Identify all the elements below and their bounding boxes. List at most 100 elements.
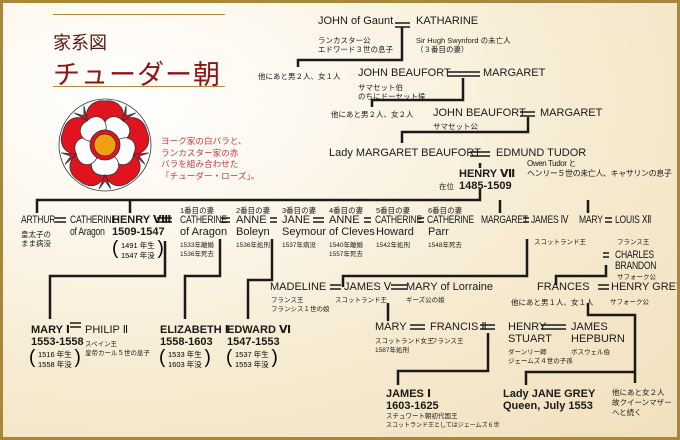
person-note: フランス王 <box>617 239 650 246</box>
name: JAMES Ⅳ <box>531 214 569 226</box>
person-note: 皇帝カール５世の息子 <box>85 350 150 357</box>
person-louis-xii: LOUIS Ⅻ <box>615 215 661 226</box>
rose-caption: ヨーク家の白バラと、 ランカスター家の赤 バラを組み合わせた 「チューダー・ロー… <box>161 136 259 182</box>
person-john-of-gaunt: JOHN of Gaunt <box>318 15 394 27</box>
name: CHARLES <box>615 249 654 261</box>
reign-years: 1553-1558 <box>31 336 84 348</box>
wife-1: CATHERINE <box>180 215 240 226</box>
tree-connectors <box>35 22 637 385</box>
wife-order: 6番目の妻 <box>428 206 463 215</box>
wife-note: 1536年死去 <box>180 251 214 258</box>
name: BRANDON <box>615 260 657 272</box>
wife-3-2: Seymour <box>282 226 327 238</box>
person-philip-ii: PHILIP Ⅱ <box>85 324 129 336</box>
person-margaret-2: MARGARET <box>540 107 603 119</box>
person-note: フランシス１世の娘 <box>271 306 330 313</box>
siblings-note: 他にあと男１人、女１人 <box>511 298 594 307</box>
wife-note: 1548年死去 <box>428 242 462 249</box>
wife-2: ANNE <box>236 214 267 226</box>
wife-note: 1557年死去 <box>329 251 363 258</box>
born: 1537 年生 <box>235 350 269 359</box>
reign-label: 在位 <box>439 182 454 191</box>
wife-order: 4番目の妻 <box>329 206 364 215</box>
wife-order: 3番目の妻 <box>282 206 317 215</box>
wife-note: 1542年処刑 <box>376 242 410 249</box>
wife-6-2: Parr <box>428 226 449 238</box>
life-dates: 1537 年生 1553 年没 <box>226 348 278 370</box>
person-margaret-1: MARGARET <box>483 67 546 79</box>
life-dates: 1516 年生 1558 年没 <box>29 348 81 370</box>
caption-line: ランカスター家の赤 <box>161 147 239 158</box>
person-note: ジェームズ４世の子孫 <box>508 358 573 365</box>
wife-order: 1番目の妻 <box>180 206 215 215</box>
person-note: ボスウェル伯 <box>571 349 610 356</box>
person-note: ヘンリー５世の未亡人、キャサリンの息子 <box>527 169 672 178</box>
person-note: Owen Tudor と <box>527 159 577 168</box>
person-note: ランカスター公 <box>318 36 371 45</box>
person-edmund-tudor: EDMUND TUDOR <box>496 147 587 159</box>
wife-5-2: Howard <box>376 226 414 238</box>
name: MARGARET <box>481 214 528 226</box>
name: LOUIS Ⅻ <box>615 214 652 226</box>
person-henry-vii: HENRY Ⅶ <box>459 168 516 180</box>
born: 1516 年生 <box>38 350 72 359</box>
person-charles-brandon: CHARLES <box>615 250 665 261</box>
page-title: チューダー朝 <box>53 60 221 91</box>
marriage-marks <box>55 22 612 330</box>
reign-years: 1558-1603 <box>160 336 213 348</box>
wife-3: JANE <box>282 214 311 226</box>
person-note: 皇太子の <box>21 230 51 239</box>
person-note: （３番目の妻） <box>416 45 469 54</box>
reign-years: 1485-1509 <box>459 180 512 192</box>
wife-note: 1540年離婚 <box>329 242 363 249</box>
born: 1533 年生 <box>168 350 202 359</box>
wife-order: 2番目の妻 <box>236 206 271 215</box>
person-note: スペイン王 <box>85 341 118 348</box>
person-mary-of-lorraine: MARY of Lorraine <box>406 281 494 293</box>
caption-line: 「チューダー・ローズ」。 <box>161 170 260 181</box>
wife-1-2: of Aragon <box>180 226 228 238</box>
person-catherine-arthur-2: of Aragon <box>70 227 114 238</box>
life-dates: 1491 年生 1547 年没 <box>112 239 164 261</box>
title-rule-top <box>53 14 225 15</box>
title-rule-bottom <box>53 86 225 87</box>
wife-note: 1536年処刑 <box>236 242 270 249</box>
person-note: フランス王 <box>271 297 304 304</box>
person-lady-jane-grey: Lady JANE GREY <box>503 388 596 400</box>
siblings-note: へと続く <box>612 408 642 417</box>
name: of Aragon <box>70 226 105 238</box>
person-elizabeth-i: ELIZABETH Ⅰ <box>160 324 229 336</box>
died: 1547 年没 <box>121 251 155 260</box>
name: ARTHUR <box>21 214 56 226</box>
reign-note: Queen, July 1553 <box>503 400 593 412</box>
died: 1603 年没 <box>168 360 202 369</box>
person-note: サマセット伯 <box>358 83 403 92</box>
siblings-note: 他にあと男２人、女２人 <box>331 110 414 119</box>
person-note: スコットランド王としてはジェームズ６世 <box>386 423 500 429</box>
person-john-beaufort-2: JOHN BEAUFORT <box>433 107 526 119</box>
life-dates: 1533 年生 1603 年没 <box>159 348 211 370</box>
person-henry-viii: HENRY Ⅷ <box>112 214 172 226</box>
reign-years: 1603-1625 <box>386 400 439 412</box>
person-frances: FRANCES <box>537 281 590 293</box>
caption-line: バラを組み合わせた <box>161 159 239 169</box>
person-catherine-arthur: CATHERINE <box>70 215 130 226</box>
name: CATHERINE <box>180 214 227 226</box>
person-margaret-tudor: MARGARET <box>481 215 541 226</box>
person-note: フランス王 <box>431 338 464 345</box>
died: 1558 年没 <box>38 360 72 369</box>
siblings-note: 他にあと男２人、女１人 <box>258 72 341 81</box>
person-mary-tudor: MARY <box>579 215 609 226</box>
person-note: サフォーク公 <box>610 299 649 306</box>
person-note: 1587年処刑 <box>375 347 409 354</box>
wife-2-2: Boleyn <box>236 226 270 238</box>
reign-years: 1547-1553 <box>227 336 280 348</box>
wife-6: CATHERINE <box>427 215 487 226</box>
wife-4: ANNE <box>329 214 360 226</box>
name: CATHERINE <box>70 214 117 226</box>
person-note: ギーズ公の娘 <box>406 297 445 304</box>
person-note: サフォーク公 <box>617 274 656 281</box>
person-john-beaufort-1: JOHN BEAUFORT <box>358 67 451 79</box>
wife-4-2: of Cleves <box>329 226 375 238</box>
